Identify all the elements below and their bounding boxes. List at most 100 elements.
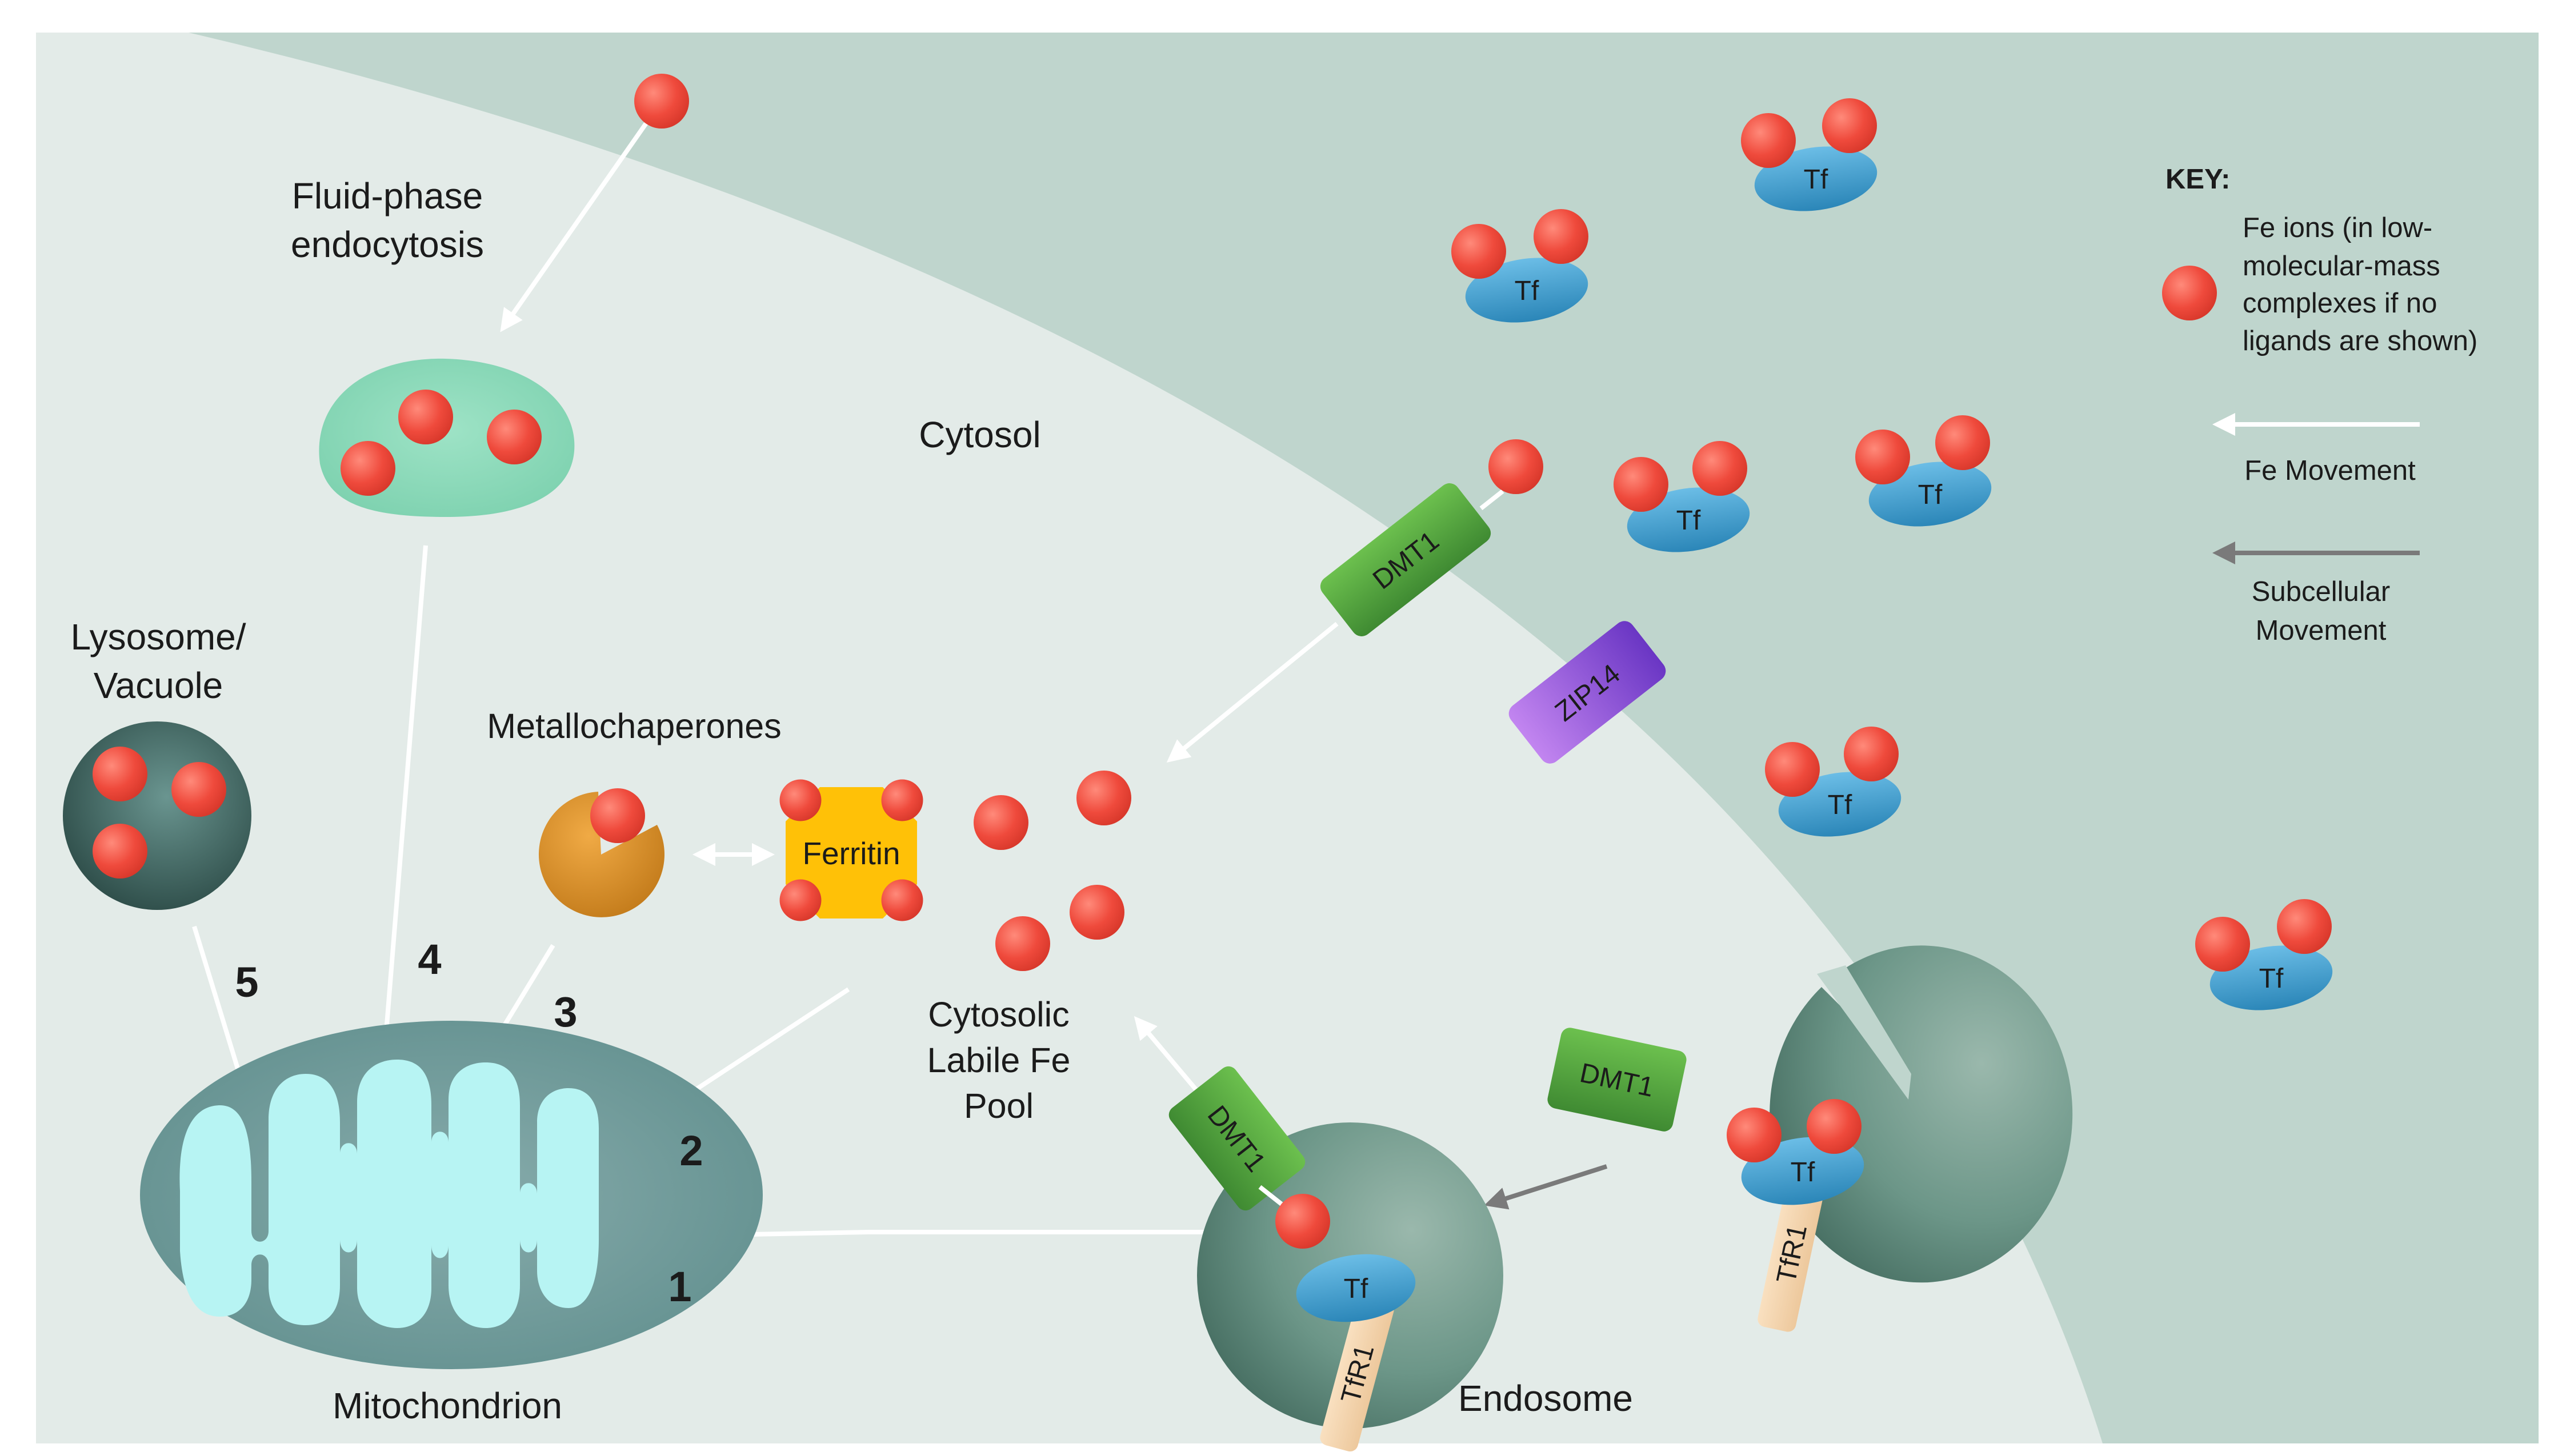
fluid-phase-label: Fluid-phase [292, 175, 483, 216]
key-subcellular-label-1: Subcellular [2252, 576, 2390, 607]
zip14-transporter-icon [1508, 621, 1666, 764]
fe-ion-icon [995, 916, 1050, 971]
tfr1-receptor: TfR1 [1758, 1176, 1825, 1332]
arrow-5 [192, 925, 250, 1096]
fe-ion-icon [1070, 885, 1124, 940]
key-fe-movement-label: Fe Movement [2244, 455, 2416, 486]
transferrin-icon [1465, 258, 1588, 323]
key-fe-desc-2: molecular-mass [2243, 251, 2440, 282]
ferritin-icon [786, 787, 917, 918]
transferrin-icon [1296, 1254, 1416, 1322]
arrow-dmt1-to-pool [1166, 621, 1339, 763]
fe-ion-icon [1275, 1194, 1330, 1249]
zip14-transporter: ZIP14 [1508, 621, 1666, 764]
endosome-icon [1770, 945, 2073, 1283]
tf-fe-complex: Tf [1741, 98, 1878, 211]
endosome-membrane-opening [1817, 965, 1911, 1100]
tf-fe-complex: Tf [1765, 727, 1902, 837]
tf-label: Tf [1515, 276, 1539, 306]
tf-fe-complex: Tf [1451, 209, 1588, 323]
mitochondrion [140, 1021, 763, 1369]
tf-label: Tf [1804, 165, 1828, 195]
fe-ion-icon [974, 795, 1028, 850]
pathway-number-3: 3 [554, 988, 577, 1036]
fe-ion-icon [1855, 430, 1910, 484]
lysosome-label: Lysosome/ [70, 616, 246, 657]
fe-ion-icon [171, 762, 226, 817]
fe-ion-icon [779, 879, 822, 921]
key-fe-desc-1: Fe ions (in low- [2243, 212, 2432, 243]
fe-ion-icon [487, 410, 542, 464]
metallochaperone [538, 788, 664, 917]
pathway-number-1: 1 [668, 1263, 691, 1310]
tf-label: Tf [1828, 790, 1852, 820]
fe-ion-icon [881, 779, 923, 821]
fe-ion-icon [1765, 742, 1820, 797]
fe-ion-icon [881, 879, 923, 921]
fe-ion-icon [1935, 415, 1990, 470]
fe-ion-icon [1692, 441, 1747, 496]
arrow-subcellular-endosome [1484, 1164, 1608, 1210]
tfr1-receptor-icon [1758, 1176, 1825, 1332]
dmt1-transporter-membrane: DMT1 [1320, 483, 1491, 636]
key-fe-desc-3: complexes if no [2243, 288, 2437, 319]
metallochaperone-icon [538, 792, 664, 917]
key-title: KEY: [2165, 164, 2230, 195]
ferritin: Ferritin [779, 779, 923, 921]
key-fe-desc-4: ligands are shown) [2243, 326, 2477, 356]
fe-ion-icon [1741, 113, 1796, 168]
fe-ion-icon [1488, 439, 1543, 494]
mitochondrial-cristae [179, 1060, 599, 1328]
endocytosis-label: endocytosis [291, 224, 484, 265]
connector-dmt1-fe [1258, 1185, 1286, 1209]
pathway-number-2: 2 [679, 1127, 703, 1174]
fe-ion-icon [1614, 457, 1668, 512]
fe-ion-icon [1822, 98, 1877, 153]
tf-fe-complex: Tf [1855, 415, 1992, 527]
fe-ion-icon [341, 441, 395, 496]
pool-label-line3: Pool [964, 1086, 1034, 1125]
mitochondrion-label: Mitochondrion [333, 1385, 562, 1426]
key-subcellular-label-2: Movement [2256, 615, 2387, 646]
fe-ion-icon [1844, 727, 1899, 781]
fe-ion-icon [779, 779, 822, 821]
transferrin-icon [1754, 146, 1878, 211]
key-legend: KEY: Fe ions (in low- molecular-mass com… [2162, 164, 2477, 646]
dmt1-transporter-endosome-a: DMT1 [1547, 1028, 1687, 1132]
fe-ion-icon [93, 824, 147, 879]
fe-ion-icon [2162, 266, 2217, 320]
tfr1-receptor: TfR1 [1320, 1295, 1394, 1452]
ferritin-label: Ferritin [802, 836, 900, 871]
pathway-number-4: 4 [418, 936, 441, 983]
arrow-endosome-to-pool [1134, 1016, 1207, 1101]
dmt1-transporter-icon [1547, 1028, 1687, 1132]
arrow-endocytosis-in [500, 99, 664, 332]
fe-ion-icon [1807, 1099, 1862, 1154]
metallochaperones-label: Metallochaperones [487, 707, 781, 745]
endosome-label: Endosome [1458, 1378, 1633, 1419]
dmt1-transporter-endosome-b: DMT1 [1168, 1066, 1306, 1211]
fe-ion-icon [2277, 899, 2332, 954]
fe-ion-icon [2195, 917, 2250, 972]
fe-ion-icon [1076, 771, 1131, 825]
fe-ion-icon [590, 788, 645, 843]
cytosol-label: Cytosol [919, 414, 1040, 455]
fe-ion-icon [1727, 1108, 1782, 1162]
tf-fe-complex: Tf [1614, 441, 1750, 552]
pathway-number-5: 5 [235, 958, 258, 1006]
tfr1-receptor-icon [1320, 1295, 1394, 1452]
arrow-4 [371, 545, 428, 1093]
fe-ion-icon [634, 74, 689, 129]
tf-label: Tf [1918, 480, 1943, 510]
tf-label: Tf [1676, 506, 1701, 536]
fe-ion-icon [398, 390, 453, 444]
pool-label-line2: Labile Fe [927, 1041, 1071, 1080]
endocytic-vesicle [319, 358, 575, 517]
pool-label-line1: Cytosolic [928, 995, 1069, 1034]
endosome-large: DMT1 TfR1 Tf [1547, 945, 2073, 1332]
tf-label: Tf [1791, 1157, 1815, 1188]
endosome-small: DMT1 TfR1 Tf [1168, 1066, 1503, 1452]
dmt1-transporter-icon [1168, 1066, 1306, 1211]
lysosome [63, 721, 251, 910]
